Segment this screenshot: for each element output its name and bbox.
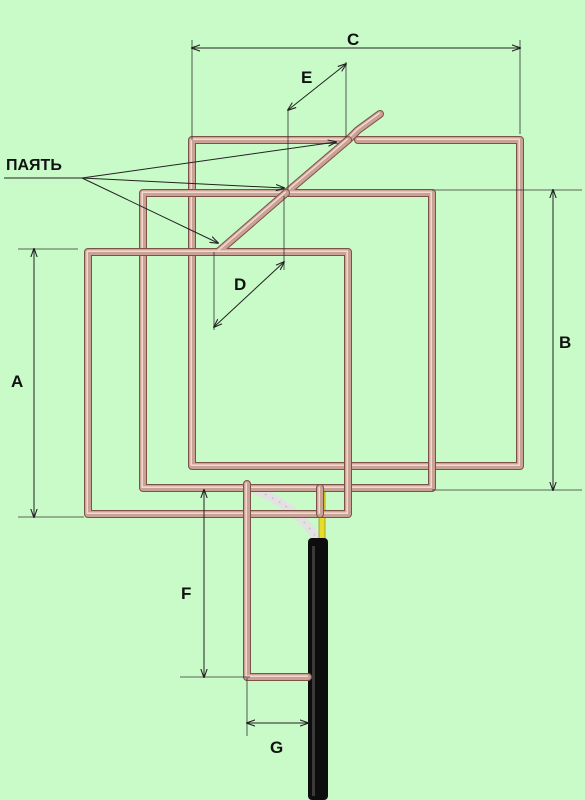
label-a: A — [11, 372, 23, 391]
wire-loops — [84, 110, 524, 681]
label-d: D — [234, 275, 246, 294]
wire-small-loop — [84, 189, 352, 518]
dim-e-arrow — [288, 64, 346, 110]
solder-pointer-1 — [81, 142, 336, 179]
label-f: F — [181, 584, 191, 603]
cable-jacket-shine — [312, 546, 315, 796]
wire-small-loop-layer-2 — [86, 191, 348, 514]
dim-d-arrow — [214, 262, 284, 327]
solder-pointer-2 — [81, 177, 284, 188]
dimension-lines — [34, 48, 553, 723]
label-e: E — [301, 68, 312, 87]
label-b: B — [559, 333, 571, 352]
wire-large-loop-layer-2 — [190, 112, 520, 466]
label-g: G — [270, 738, 283, 757]
coax-cable — [245, 483, 328, 800]
extension-lines — [18, 40, 582, 736]
labels: ПАЯТЬ C E B A D F G — [6, 30, 571, 757]
wire-feed-right — [316, 484, 324, 518]
solder-pointers — [4, 142, 336, 243]
wire-feed-left-layer-2 — [245, 482, 308, 677]
label-solder: ПАЯТЬ — [6, 157, 62, 174]
cable-jacket — [308, 538, 328, 800]
solder-pointer-3 — [81, 177, 218, 243]
label-c: C — [347, 30, 359, 49]
